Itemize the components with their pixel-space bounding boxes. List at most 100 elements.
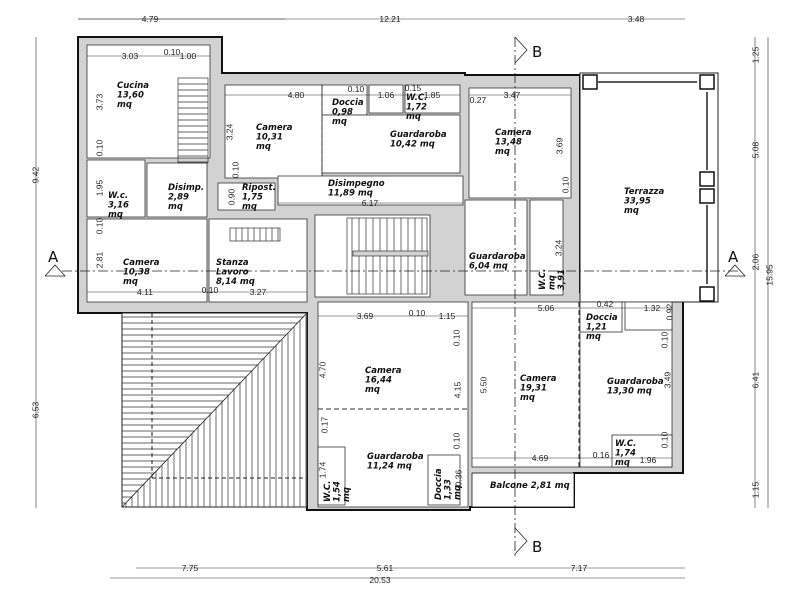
section-label-b-bottom: B bbox=[532, 538, 542, 556]
dimension-label: 3.49 bbox=[662, 371, 672, 388]
dimension-label: 6.41 bbox=[750, 371, 760, 388]
section-label-a-left: A bbox=[48, 248, 59, 266]
dimension-label: 0.10 bbox=[164, 47, 181, 57]
room-camera-1038 bbox=[86, 218, 208, 303]
dimension-label: 20.53 bbox=[369, 575, 391, 585]
dimension-label: 3.73 bbox=[94, 93, 104, 110]
room-stanza-lavoro bbox=[208, 218, 308, 303]
room-label-line: 33,95 bbox=[624, 197, 651, 207]
dimension-label: 1.95 bbox=[94, 179, 104, 196]
dimension-label: 7.75 bbox=[182, 563, 199, 573]
section-lines bbox=[62, 37, 740, 556]
dimension-label: 0.10 bbox=[94, 217, 104, 234]
room-label-line: W.C. bbox=[538, 269, 548, 290]
room-label-line: 8,14 mq bbox=[216, 277, 255, 287]
room-label-line: Disimp. bbox=[168, 183, 204, 193]
room-label-line: W.C. bbox=[406, 93, 427, 103]
room-label-line: 10,31 bbox=[256, 133, 283, 143]
dimension-label: 3.47 bbox=[504, 90, 521, 100]
dimension-label: 7.17 bbox=[571, 563, 588, 573]
dimension-label: 1.06 bbox=[378, 90, 395, 100]
room-ripostiglio bbox=[217, 182, 276, 211]
room-label-line: mq bbox=[624, 206, 639, 216]
room-label-line: Camera bbox=[365, 366, 402, 376]
room-label-line: Lavoro bbox=[216, 268, 249, 278]
section-arrow-b-bottom bbox=[514, 527, 528, 555]
room-label-line: Ripost. bbox=[242, 183, 276, 193]
room-label-line: Camera bbox=[256, 123, 293, 133]
dimension-label: 6.17 bbox=[362, 198, 379, 208]
room-label-line: mq bbox=[365, 385, 380, 395]
room-label-line: 0,98 bbox=[332, 108, 353, 118]
dimension-label: 1.85 bbox=[424, 90, 441, 100]
room-label-line: mq bbox=[256, 142, 271, 152]
room-label-line: 1,72 bbox=[406, 103, 427, 113]
dimension-label: 2.81 bbox=[94, 251, 104, 268]
dimension-label: 9.42 bbox=[30, 166, 40, 183]
dimension-label: 0.10 bbox=[94, 139, 104, 156]
room-label-line: Camera bbox=[123, 258, 160, 268]
room-label-line: 1,75 bbox=[242, 193, 263, 203]
dimension-label: 4.70 bbox=[317, 361, 327, 378]
room-label-line: Balcone 2,81 mq bbox=[490, 481, 570, 491]
dimension-label: 3.24 bbox=[553, 239, 563, 256]
room-label-line: mq bbox=[406, 112, 421, 122]
room-label-line: 11,89 mq bbox=[328, 189, 373, 199]
room-label-line: 13,30 mq bbox=[607, 387, 652, 397]
dimension-label: 0.15 bbox=[405, 83, 422, 93]
room-label-line: 1,54 bbox=[333, 481, 343, 502]
room-label-line: 3,91 bbox=[557, 269, 567, 290]
dimension-lines bbox=[35, 18, 769, 579]
room-guardaroba-1042 bbox=[321, 114, 461, 174]
room-label-line: 2,89 bbox=[168, 193, 189, 203]
room-wc-106 bbox=[368, 84, 404, 114]
dimension-label: 0.10 bbox=[409, 308, 426, 318]
room-label-line: Camera bbox=[495, 128, 532, 138]
room-label-line: Disimpegno bbox=[328, 179, 385, 189]
room-label-line: mq bbox=[117, 100, 132, 110]
room-label-line: 1,74 bbox=[615, 449, 636, 459]
room-label-line: Stanza bbox=[216, 258, 249, 268]
dimension-label: 0.10 bbox=[560, 176, 570, 193]
dimension-label: 0.10 bbox=[230, 161, 240, 178]
stairs bbox=[177, 77, 429, 295]
dimension-label: 1.25 bbox=[750, 46, 760, 63]
dimension-label: 0.17 bbox=[319, 416, 329, 433]
room-label-line: Doccia bbox=[586, 313, 618, 323]
dimension-label: 0.92 bbox=[664, 303, 674, 320]
room-label-line: Guardaroba bbox=[607, 377, 664, 387]
rooms bbox=[86, 44, 673, 508]
room-label: Balcone 2,81 mq bbox=[490, 481, 570, 491]
room-doccia-098 bbox=[321, 84, 368, 116]
dimension-label: 0.16 bbox=[593, 450, 610, 460]
room-doccia-121 bbox=[579, 301, 623, 333]
room-label-line: mq bbox=[548, 275, 558, 290]
dimension-label: 6.53 bbox=[30, 401, 40, 418]
room-label-line: 1,33 bbox=[444, 479, 454, 500]
room-label-line: Doccia bbox=[332, 98, 364, 108]
room-label-line: 10,42 mq bbox=[390, 140, 435, 150]
room-camera-1931 bbox=[471, 301, 581, 468]
dimension-label: 3.69 bbox=[554, 137, 564, 154]
balcony bbox=[471, 472, 575, 508]
dimension-label: 0.10 bbox=[659, 331, 669, 348]
room-label-line: W.C. bbox=[615, 439, 636, 449]
dimension-label: 1.15 bbox=[439, 311, 456, 321]
room-label-line: 13,60 bbox=[117, 91, 144, 101]
terrace-area bbox=[579, 72, 719, 303]
room-label-line: 10,38 bbox=[123, 268, 150, 278]
room-label-line: mq bbox=[332, 117, 347, 127]
dimension-label: 0.36 bbox=[453, 469, 463, 486]
section-arrow-a-right bbox=[724, 264, 746, 277]
